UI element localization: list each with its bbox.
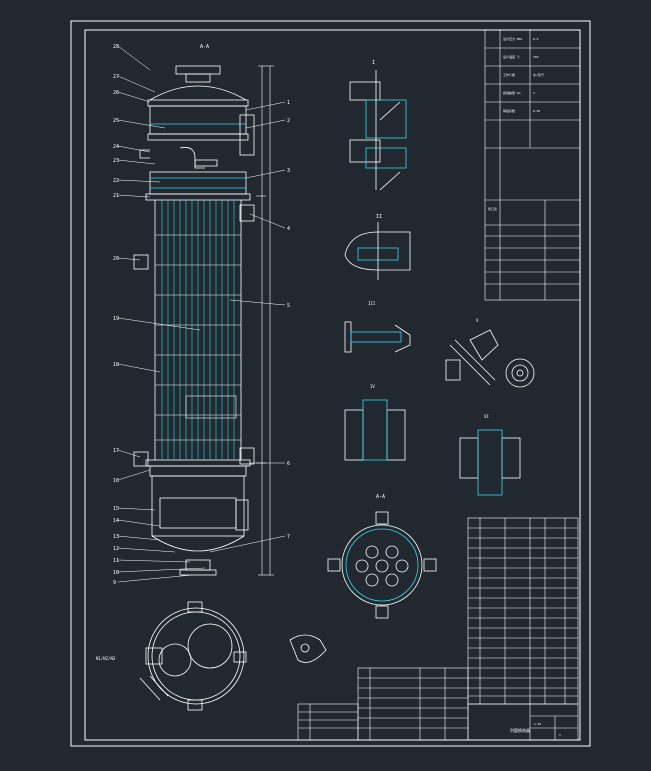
svg-text:25: 25 xyxy=(113,118,119,124)
detail-vi-label: VI xyxy=(484,414,489,419)
tube-bundle xyxy=(161,200,235,460)
svg-text:21: 21 xyxy=(113,193,119,199)
svg-text:15: 15 xyxy=(113,506,119,512)
spec-table xyxy=(484,29,581,301)
svg-text:27: 27 xyxy=(113,74,119,80)
leader-lines-right xyxy=(209,101,286,553)
svg-text:20: 20 xyxy=(113,256,119,262)
detail-vi xyxy=(459,429,521,496)
section-aa xyxy=(327,511,437,619)
svg-text:18: 18 xyxy=(113,362,119,368)
svg-text:10: 10 xyxy=(113,570,119,576)
dimension-lines xyxy=(256,65,274,576)
main-view-label: A-A xyxy=(200,44,209,50)
svg-text:6: 6 xyxy=(287,461,290,467)
svg-text:3: 3 xyxy=(287,168,290,174)
svg-text:19: 19 xyxy=(113,316,119,322)
plan-view xyxy=(139,601,247,711)
svg-text:1: 1 xyxy=(287,100,290,106)
svg-text:5: 5 xyxy=(287,303,290,309)
vessel-elevation xyxy=(133,65,255,576)
drawing-title: 列管换热器 xyxy=(510,727,530,733)
detail-v-label: V xyxy=(476,318,479,323)
svg-text:设计压力 MPa: 设计压力 MPa xyxy=(503,36,522,41)
svg-text:28: 28 xyxy=(113,44,119,50)
svg-text:150: 150 xyxy=(533,55,539,59)
svg-text:12: 12 xyxy=(113,546,119,552)
svg-text:0.6: 0.6 xyxy=(533,37,539,41)
svg-text:23: 23 xyxy=(113,158,119,164)
svg-text:4: 4 xyxy=(287,226,290,232)
detail-ii xyxy=(344,222,411,280)
svg-text:22: 22 xyxy=(113,178,119,184)
svg-text:2: 2 xyxy=(287,118,290,124)
detail-iv xyxy=(344,399,406,461)
svg-text:13: 13 xyxy=(113,534,119,540)
svg-text:24: 24 xyxy=(113,144,119,150)
revision-block xyxy=(297,703,359,741)
svg-text:腐蚀裕量 mm: 腐蚀裕量 mm xyxy=(503,90,521,95)
title-block xyxy=(467,703,579,741)
detail-iv-label: IV xyxy=(370,384,375,389)
detail-v xyxy=(445,329,535,388)
svg-text:设计温度 ℃: 设计温度 ℃ xyxy=(503,54,520,59)
parts-list xyxy=(467,517,579,705)
section-aa-label: A-A xyxy=(376,494,385,500)
svg-text:管口表: 管口表 xyxy=(488,206,497,211)
svg-text:工作介质: 工作介质 xyxy=(503,72,515,77)
plan-view-note: N1/N2/N3 xyxy=(96,656,116,661)
svg-text:16: 16 xyxy=(113,478,119,484)
leader-lines-left xyxy=(117,45,206,583)
detail-i-label: I xyxy=(372,60,375,66)
svg-text:2: 2 xyxy=(533,91,535,95)
detail-ii-label: II xyxy=(376,214,382,220)
drawing-scale: 1:10 xyxy=(534,722,541,726)
svg-text:焊缝系数: 焊缝系数 xyxy=(503,108,515,113)
svg-text:水/蒸汽: 水/蒸汽 xyxy=(533,72,544,77)
baffles xyxy=(155,234,241,441)
drawing-sheet: 1 xyxy=(559,733,561,737)
detail-saddle xyxy=(289,634,327,663)
svg-text:14: 14 xyxy=(113,518,119,524)
outer-frame xyxy=(70,20,591,747)
detail-i xyxy=(349,70,407,191)
svg-text:9: 9 xyxy=(113,580,116,586)
detail-iii-label: III xyxy=(368,301,376,306)
detail-iii xyxy=(344,321,411,353)
svg-text:0.85: 0.85 xyxy=(533,109,540,113)
svg-text:26: 26 xyxy=(113,90,119,96)
nozzle-list xyxy=(357,667,469,741)
svg-text:17: 17 xyxy=(113,448,119,454)
svg-text:11: 11 xyxy=(113,558,119,564)
svg-text:7: 7 xyxy=(287,534,290,540)
